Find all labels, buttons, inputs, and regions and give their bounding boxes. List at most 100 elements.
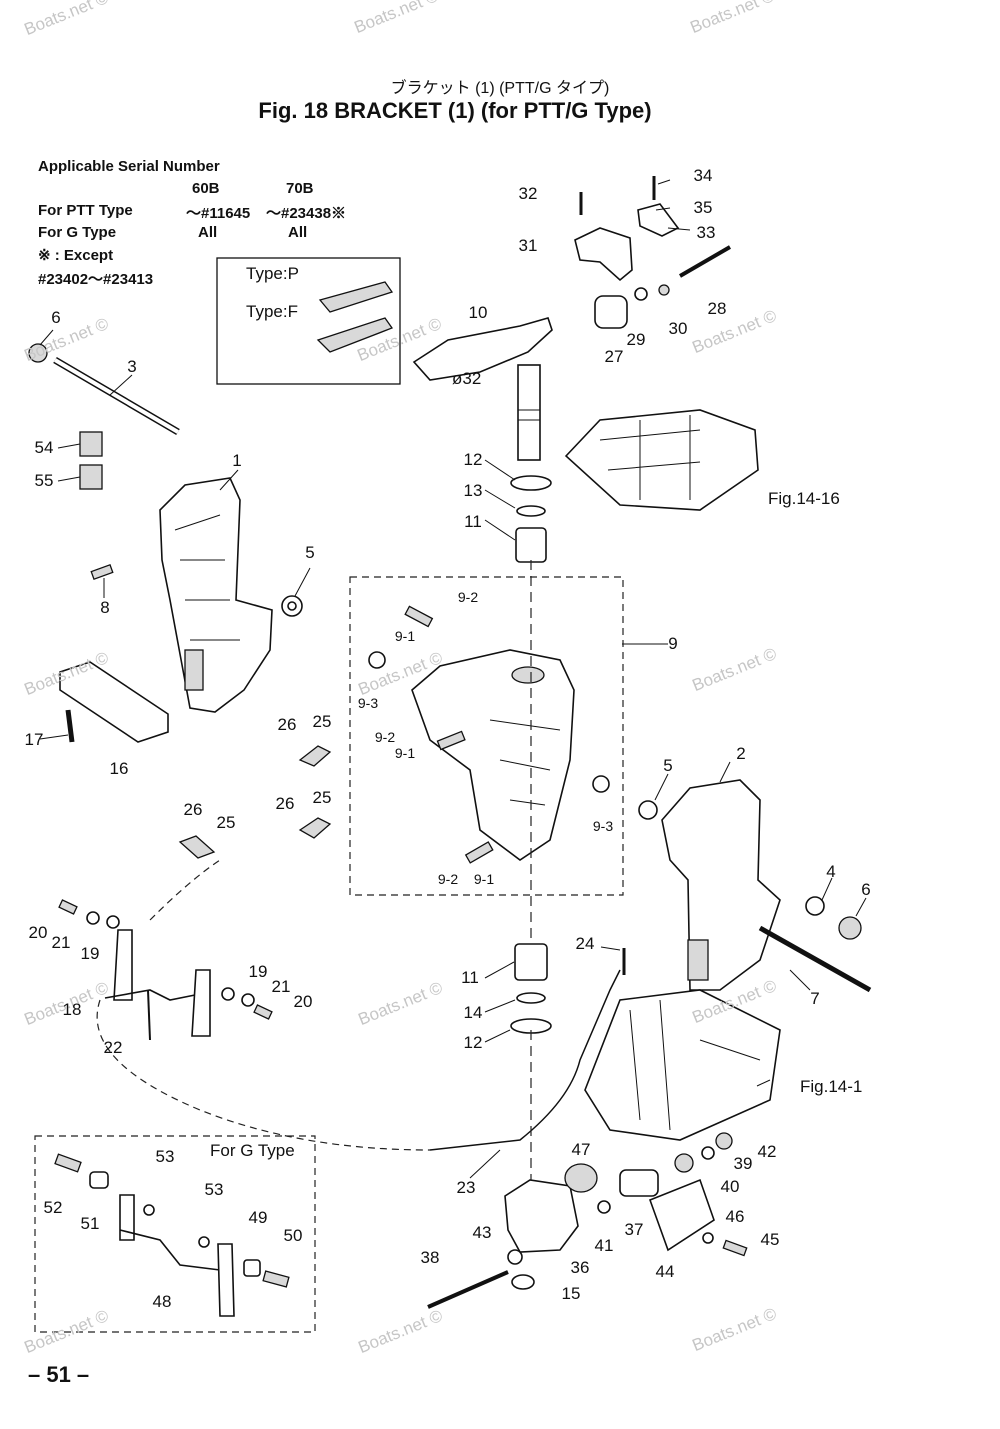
callout-26a: 26 [277, 715, 297, 734]
callout-9-1c: 9-1 [473, 871, 495, 887]
callout-55: 55 [34, 471, 54, 490]
callout-36: 36 [570, 1258, 590, 1277]
callout-53b: 53 [204, 1180, 224, 1199]
callout-9-2c: 9-2 [437, 871, 459, 887]
reference-fig-14-16: Fig.14-16 [768, 489, 840, 508]
callout-4: 4 [826, 862, 836, 881]
callout-44: 44 [655, 1262, 675, 1281]
part-11-bushing-upper [515, 527, 547, 563]
callout-16: 16 [109, 759, 129, 778]
callout-39: 39 [733, 1154, 753, 1173]
part-11-bushing-lower [514, 943, 548, 981]
callout-23: 23 [456, 1178, 476, 1197]
callout-5b: 5 [663, 756, 673, 775]
part-53-washer-b [198, 1236, 210, 1248]
part-18-bracket [113, 929, 133, 1001]
callout-15: 15 [561, 1284, 581, 1303]
part-7-bolt [758, 925, 872, 993]
callout-9-1a: 9-1 [394, 628, 416, 644]
part-36-housing [504, 1179, 579, 1253]
part-4-nut [805, 896, 825, 916]
callout-26b: 26 [275, 794, 295, 813]
type-p-arm [318, 281, 394, 313]
serial-heading: Applicable Serial Number [38, 158, 220, 175]
callout-32: 32 [518, 184, 538, 203]
callout-12b: 12 [463, 1033, 483, 1052]
callout-9-1b: 9-1 [394, 745, 416, 761]
part-30-nut [658, 284, 670, 296]
housing-fig-14-16 [564, 409, 759, 511]
lower-unit-fig-14-1 [584, 989, 781, 1141]
type-f-label: Type:F [246, 302, 298, 321]
part-27-bushing [594, 295, 628, 329]
g-type-box-title: For G Type [210, 1141, 295, 1160]
callout-37: 37 [624, 1220, 644, 1239]
callout-5: 5 [305, 543, 315, 562]
callout-21b: 21 [271, 977, 291, 996]
part-23-cable [429, 969, 621, 1151]
serial-row-ptt-label: For PTT Type [38, 202, 133, 219]
callout-48: 48 [152, 1292, 172, 1311]
part-10-swivel-arm [412, 317, 553, 381]
part-33-clamp [637, 203, 680, 237]
callout-11a: 11 [464, 512, 482, 531]
callout-9: 9 [668, 634, 678, 653]
callout-46: 46 [725, 1207, 745, 1226]
page-title: Fig. 18 BRACKET (1) (for PTT/G Type) [258, 98, 652, 123]
callout-50: 50 [283, 1226, 303, 1245]
serial-col-70b: 70B [286, 180, 314, 197]
callout-19a: 19 [80, 944, 100, 963]
serial-row-ptt-70b: ～#23438※ [266, 205, 347, 222]
callout-22: 22 [103, 1038, 123, 1057]
callout-20a: 20 [28, 923, 48, 942]
callout-17: 17 [24, 730, 44, 749]
callout-30: 30 [668, 319, 688, 338]
part-31-clamp [574, 227, 633, 282]
reference-fig-14-1: Fig.14-1 [800, 1077, 863, 1096]
callout-25a: 25 [312, 712, 332, 731]
callout-21a: 21 [51, 933, 71, 952]
callout-42: 42 [757, 1142, 777, 1161]
callout-52: 52 [43, 1198, 63, 1217]
part-41-washer [597, 1200, 611, 1214]
part-6-cap-right [838, 916, 862, 940]
callout-6b: 6 [861, 880, 871, 899]
callout-9-3b: 9-3 [592, 818, 614, 834]
callout-35: 35 [693, 198, 713, 217]
part-49-collar [243, 1259, 261, 1277]
callout-25c: 25 [216, 813, 236, 832]
callout-41: 41 [594, 1236, 614, 1255]
callout-3: 3 [127, 357, 137, 376]
serial-row-g-70b: All [288, 224, 308, 241]
callout-13: 13 [463, 481, 483, 500]
callout-26c: 26 [183, 800, 203, 819]
part-50-bolt [262, 1270, 290, 1288]
callout-11b: 11 [461, 968, 479, 987]
serial-col-60b: 60B [192, 180, 220, 197]
callout-40: 40 [720, 1177, 740, 1196]
serial-row-ptt-60b: ～#11645 [186, 205, 251, 222]
callout-51: 51 [80, 1214, 100, 1233]
callout-33: 33 [696, 223, 716, 242]
title-japanese: ブラケット (1) (PTT/G タイプ) [390, 80, 610, 97]
page-number: – 51 – [28, 1362, 90, 1387]
part-28-bolt [678, 245, 732, 278]
part-1-stern-bracket-left [159, 477, 273, 713]
callout-9-2a: 9-2 [457, 589, 479, 605]
callout-43: 43 [472, 1223, 492, 1242]
part-46-washer [702, 1232, 714, 1244]
part-45-bolt [722, 1239, 748, 1257]
serial-row-g-label: For G Type [38, 224, 117, 241]
callout-34: 34 [693, 166, 713, 185]
part-42-nut [715, 1132, 733, 1150]
part-14-ring-lower [516, 992, 546, 1004]
callout-24: 24 [575, 934, 595, 953]
callout-47: 47 [571, 1140, 591, 1159]
bracket-assembly-dashed-box [349, 576, 624, 896]
part-29-washer [634, 287, 648, 301]
callout-20b: 20 [293, 992, 313, 1011]
callout-9-2b: 9-2 [374, 729, 396, 745]
part-13-ring-upper [516, 505, 546, 517]
